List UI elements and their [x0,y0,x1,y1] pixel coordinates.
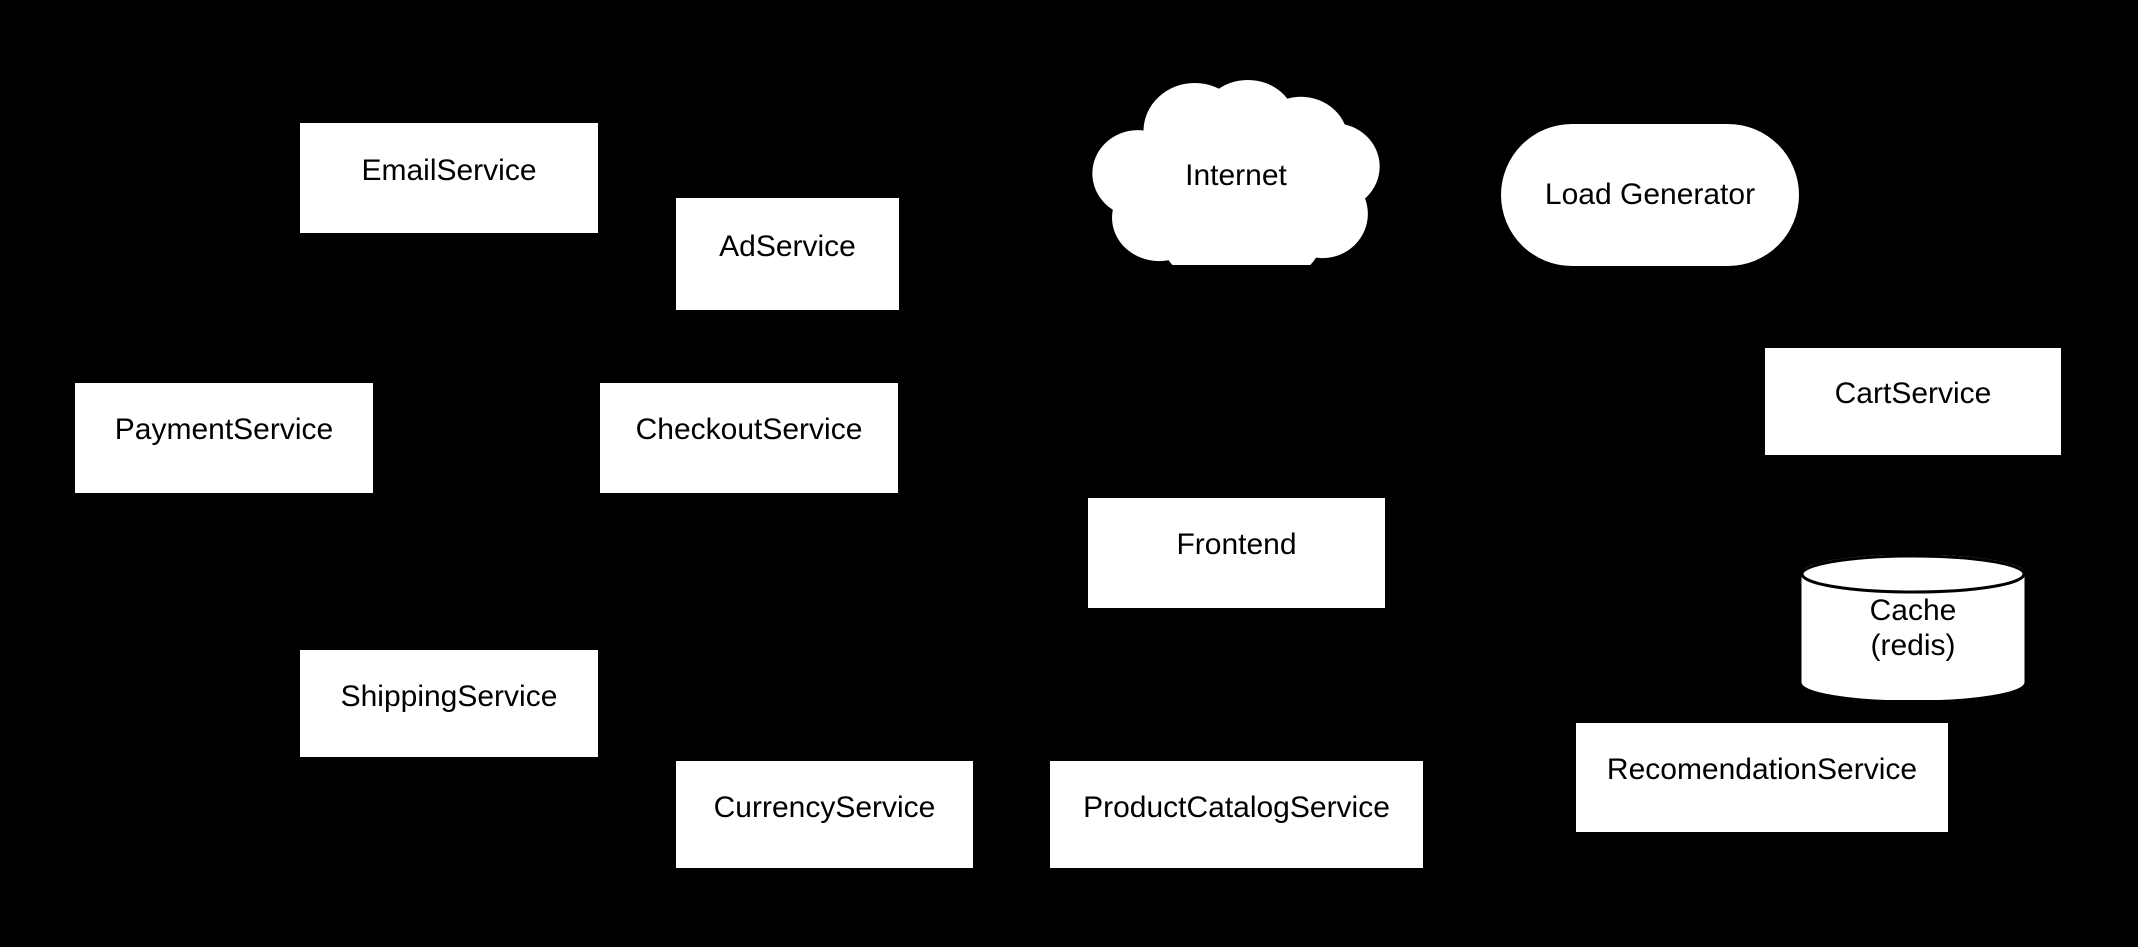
node-frontend[interactable]: Frontend [1088,498,1385,608]
node-label: RecomendationService [1606,753,1918,786]
node-label: AdService [719,230,856,263]
node-label: CurrencyService [713,791,936,824]
node-currency-service[interactable]: CurrencyService [676,761,973,868]
node-payment-service[interactable]: PaymentService [75,383,373,493]
node-label: CheckoutService [635,413,863,446]
node-label: ShippingService [340,680,558,713]
node-ad-service[interactable]: AdService [676,198,899,310]
node-recomendation-service[interactable]: RecomendationService [1576,723,1948,832]
node-product-catalog-service[interactable]: ProductCatalogService [1050,761,1423,868]
node-internet[interactable]: Internet [1088,80,1384,265]
node-label: Cache (redis) [1869,594,1957,663]
node-cart-service[interactable]: CartService [1765,348,2061,455]
node-label: Frontend [1176,528,1297,561]
node-label: Load Generator [1544,178,1756,212]
node-label: CartService [1834,377,1992,410]
node-cache-redis[interactable]: Cache (redis) [1801,555,2025,700]
node-label: EmailService [361,154,537,187]
node-checkout-service[interactable]: CheckoutService [600,383,898,493]
node-load-generator[interactable]: Load Generator [1501,124,1799,266]
node-email-service[interactable]: EmailService [300,123,598,233]
node-label: PaymentService [114,413,334,446]
node-shipping-service[interactable]: ShippingService [300,650,598,757]
node-label: Internet [1185,159,1287,192]
node-label: ProductCatalogService [1083,791,1390,824]
